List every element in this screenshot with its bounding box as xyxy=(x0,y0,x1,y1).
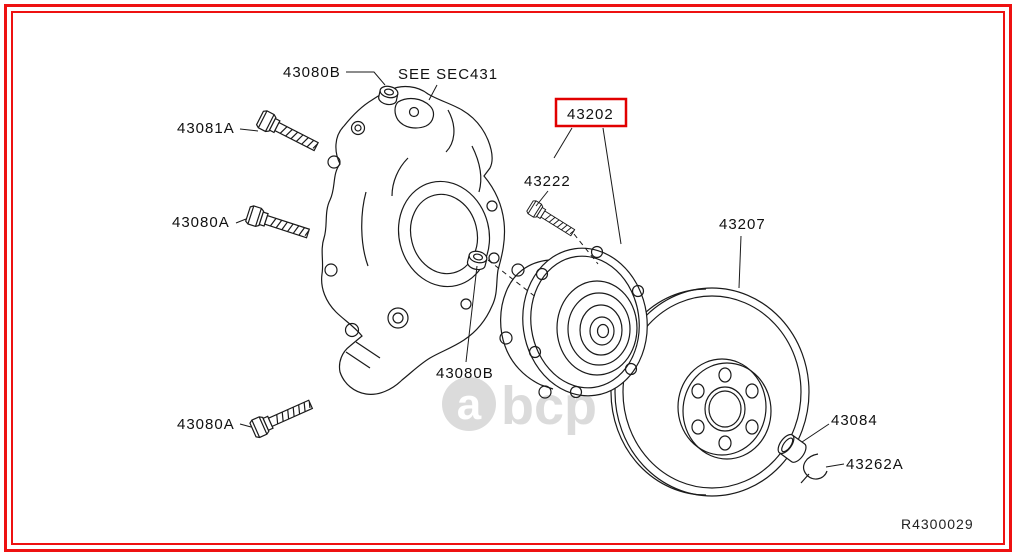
bolt-drawing-43081a xyxy=(255,108,322,156)
hub-bearing-assembly-drawing xyxy=(499,245,648,399)
watermark: a bcp xyxy=(442,376,597,436)
lug-hole xyxy=(745,383,759,399)
leader-line xyxy=(535,190,549,207)
part-number-43262a[interactable]: 43262A xyxy=(846,456,904,473)
watermark-letter: a xyxy=(457,380,482,429)
watermark-logo-circle xyxy=(442,377,496,431)
part-number-43080b-top[interactable]: 43080B xyxy=(283,64,341,81)
part-number-43084[interactable]: 43084 xyxy=(831,412,878,429)
part-number-43080a-lower[interactable]: 43080A xyxy=(177,416,235,433)
lug-hole xyxy=(718,367,732,383)
highlight-box xyxy=(554,97,628,128)
leader-lines xyxy=(235,71,845,468)
lug-hole xyxy=(745,419,759,435)
see-section-note: SEE SEC431 xyxy=(398,66,498,83)
part-number-43081a[interactable]: 43081A xyxy=(177,120,235,137)
lug-hole xyxy=(691,383,705,399)
assembly-axis-lines xyxy=(487,233,599,299)
stud-drawing-43222 xyxy=(525,199,578,240)
brake-rotor-drawing xyxy=(610,287,810,497)
leader-line xyxy=(465,265,478,363)
leader-line xyxy=(825,463,845,468)
part-number-43207[interactable]: 43207 xyxy=(719,216,766,233)
part-labels: 43080B SEE SEC431 43081A 43080A 43202 43… xyxy=(172,64,974,532)
leader-line xyxy=(346,71,386,86)
steering-knuckle-drawing xyxy=(321,85,506,395)
part-number-43202-highlighted[interactable]: 43202 xyxy=(567,106,614,123)
bolt-drawing-43080a-mid xyxy=(244,204,312,244)
leader-line xyxy=(738,235,742,289)
leader-line xyxy=(235,218,247,224)
part-number-43222[interactable]: 43222 xyxy=(524,173,571,190)
part-number-43080a-mid[interactable]: 43080A xyxy=(172,214,230,231)
leader-line xyxy=(801,423,830,443)
leader-line xyxy=(602,127,622,245)
leader-line xyxy=(239,128,259,132)
dust-cap-drawing xyxy=(777,433,807,463)
leader-line xyxy=(239,423,252,428)
lug-hole xyxy=(718,435,732,451)
lug-hole xyxy=(691,419,705,435)
leader-line xyxy=(553,127,573,159)
drawing-reference-number: R4300029 xyxy=(901,516,974,532)
retaining-clip-drawing xyxy=(800,453,828,484)
leader-line xyxy=(428,84,438,101)
bolt-drawing-43080a-lower xyxy=(248,395,316,440)
part-number-43080b-center[interactable]: 43080B xyxy=(436,365,494,382)
